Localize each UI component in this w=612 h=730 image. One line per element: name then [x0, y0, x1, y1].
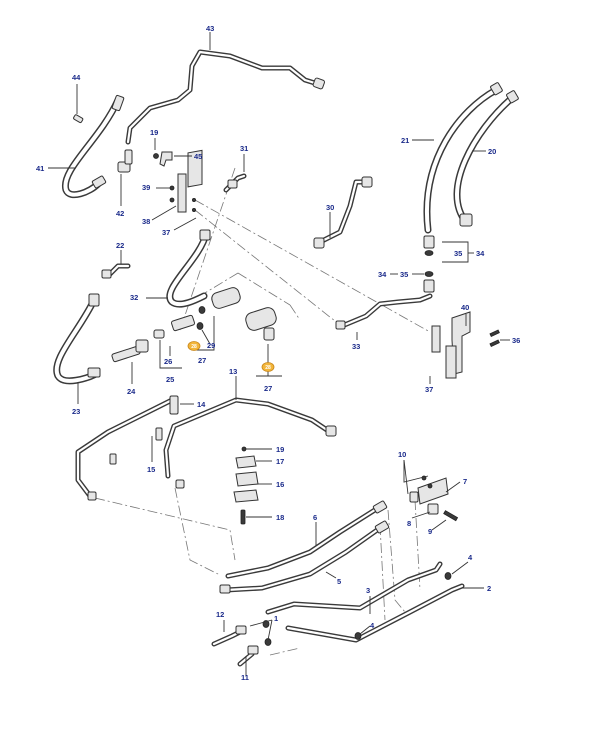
callout-3: 3	[366, 586, 370, 595]
callout-18: 18	[276, 513, 284, 522]
hose-32[interactable]	[166, 229, 211, 308]
callout-35: 35	[454, 249, 462, 258]
callout-23: 23	[72, 407, 80, 416]
pipe-12[interactable]	[211, 625, 247, 647]
callout-27: 27	[198, 356, 206, 365]
callout-34: 34	[476, 249, 485, 258]
badge-28-text: 28	[265, 365, 271, 371]
hose-20[interactable]	[453, 90, 519, 227]
bolt-44[interactable]	[73, 114, 84, 124]
pipe-end-31[interactable]	[223, 173, 247, 193]
callout-29: 29	[207, 341, 215, 350]
callout-2: 2	[487, 584, 491, 593]
plate-37[interactable]	[445, 345, 457, 379]
callout-37: 37	[425, 385, 433, 394]
badge-28-left: 28	[187, 341, 201, 351]
callout-25: 25	[166, 375, 174, 384]
callout-5: 5	[337, 577, 341, 586]
callout-17: 17	[276, 457, 284, 466]
callout-14: 14	[197, 400, 206, 409]
bolt-9[interactable]	[443, 510, 459, 522]
fittings-25-29[interactable]	[153, 306, 206, 339]
valve-27a[interactable]	[210, 286, 242, 310]
callout-leaders	[48, 32, 510, 676]
callout-32: 32	[130, 293, 138, 302]
callout-labels: 43 44 41 19 45 42 39 38 37 31 21 20 30 3…	[36, 24, 520, 682]
callout-45: 45	[194, 152, 202, 161]
hose-23[interactable]	[53, 293, 101, 385]
hose-21[interactable]	[423, 82, 503, 234]
callout-43: 43	[206, 24, 214, 33]
callout-38: 38	[142, 217, 150, 226]
callout-4: 4	[468, 553, 473, 562]
pipe-14[interactable]	[75, 395, 179, 501]
callout-21: 21	[401, 136, 409, 145]
callout-36: 36	[512, 336, 520, 345]
callout-19: 19	[150, 128, 158, 137]
callout-10: 10	[398, 450, 406, 459]
callout-6: 6	[313, 513, 317, 522]
bracket-37[interactable]	[169, 149, 203, 213]
callout-31: 31	[240, 144, 248, 153]
union-24[interactable]	[111, 339, 149, 363]
pipe-5[interactable]	[219, 520, 390, 594]
pipe-end-22[interactable]	[101, 263, 131, 279]
pipe-3[interactable]	[265, 561, 443, 615]
callout-37: 37	[162, 228, 170, 237]
callout-33: 33	[352, 342, 360, 351]
badge-28-text: 28	[191, 344, 197, 350]
callout-1: 1	[274, 614, 278, 623]
callout-30: 30	[326, 203, 334, 212]
callout-7: 7	[463, 477, 467, 486]
callout-15: 15	[147, 465, 155, 474]
callout-26: 26	[164, 357, 172, 366]
valve-27b[interactable]	[244, 306, 278, 341]
callout-39: 39	[142, 183, 150, 192]
elbow-42[interactable]	[117, 149, 133, 173]
callout-4: 4	[370, 621, 375, 630]
callout-12: 12	[216, 610, 224, 619]
pipe-11[interactable]	[237, 645, 259, 667]
callout-34: 34	[378, 270, 387, 279]
badge-28-right: 28	[261, 362, 275, 372]
fittings-34-35[interactable]	[423, 235, 435, 293]
pipe-43[interactable]	[125, 49, 326, 145]
callout-13: 13	[229, 367, 237, 376]
pipe-33[interactable]	[335, 293, 433, 330]
fittings-4[interactable]	[354, 572, 452, 640]
hose-41[interactable]	[61, 94, 125, 199]
nut-19[interactable]	[153, 153, 159, 159]
clip-45[interactable]	[159, 151, 173, 167]
clips-15[interactable]	[109, 427, 163, 465]
callout-40: 40	[461, 303, 469, 312]
callout-42: 42	[116, 209, 124, 218]
callout-35: 35	[400, 270, 408, 279]
pipe-2[interactable]	[285, 583, 465, 643]
callout-24: 24	[127, 387, 136, 396]
callout-22: 22	[116, 241, 124, 250]
callout-8: 8	[407, 519, 411, 528]
callout-41: 41	[36, 164, 44, 173]
clamp-stack-16-19[interactable]	[233, 446, 259, 525]
callout-20: 20	[488, 147, 496, 156]
bolts-36[interactable]	[489, 329, 500, 348]
pipe-6[interactable]	[225, 500, 388, 579]
callout-27: 27	[264, 384, 272, 393]
callout-44: 44	[72, 73, 81, 82]
callout-19: 19	[276, 445, 284, 454]
pipe-30[interactable]	[313, 176, 373, 249]
assembly-reference-lines	[94, 167, 431, 656]
callout-16: 16	[276, 480, 284, 489]
callout-9: 9	[428, 527, 432, 536]
callout-11: 11	[241, 673, 249, 682]
